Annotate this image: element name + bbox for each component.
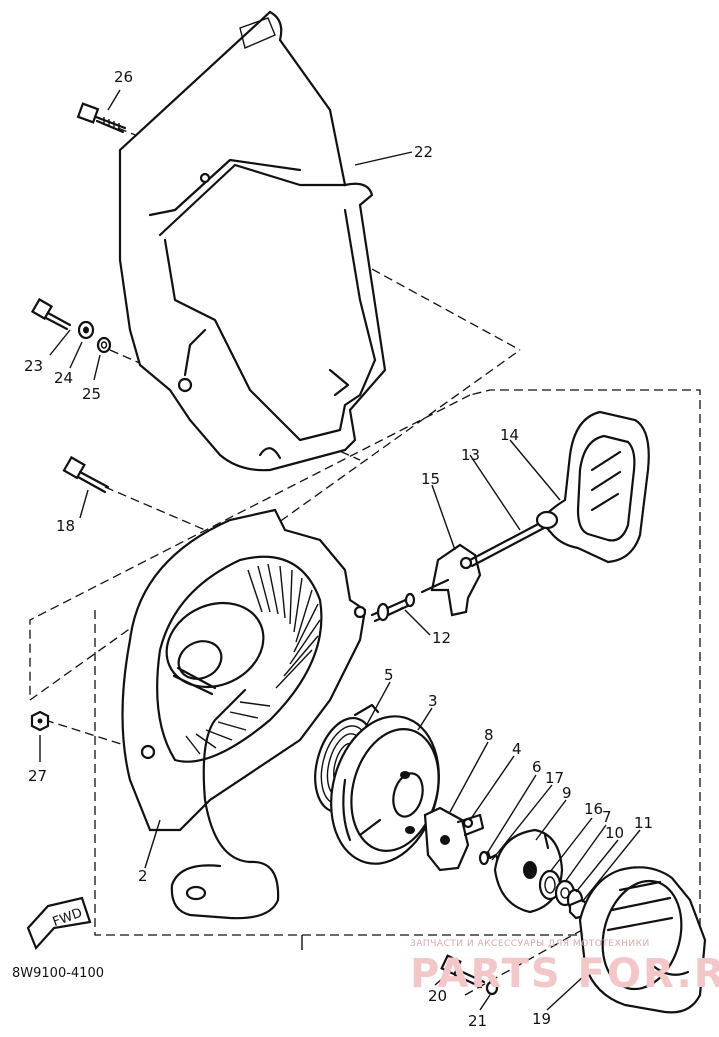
leader-lines: [39, 89, 641, 1011]
rope-13: [468, 520, 546, 568]
fwd-arrow-icon: FWD: [26, 896, 92, 951]
callout-17: 17: [545, 769, 564, 787]
bolt-26: [76, 102, 127, 134]
callout-15: 15: [421, 470, 440, 488]
callout-2: 2: [138, 867, 148, 885]
callout-10: 10: [605, 824, 624, 842]
lock-washer-24: [77, 320, 95, 340]
pin-12: [370, 592, 416, 623]
pulley-3: [330, 715, 440, 865]
callout-9: 9: [562, 784, 572, 802]
callout-14: 14: [500, 426, 519, 444]
drawing-code: 8W9100-4100: [12, 966, 104, 981]
watermark-tagline: ЗАПЧАСТИ И АКСЕССУАРЫ ДЛЯ МОТОТЕХНИКИ: [410, 939, 650, 949]
callout-12: 12: [432, 629, 451, 647]
callout-6: 6: [532, 758, 542, 776]
callout-13: 13: [461, 446, 480, 464]
fan-housing: [121, 508, 367, 920]
bolt-23: [30, 297, 72, 331]
callout-22: 22: [414, 143, 433, 161]
watermark: ЗАПЧАСТИ И АКСЕССУАРЫ ДЛЯ МОТОТЕХНИКИ PA…: [410, 939, 719, 997]
callout-11: 11: [634, 814, 653, 832]
callout-23: 23: [24, 357, 43, 375]
ratchet-4: [423, 806, 485, 872]
washer-21: [485, 980, 499, 996]
callout-24: 24: [54, 369, 73, 387]
callout-numbers: 26 22 23 24 25 18 27 2 12 15 13 14 5 3 8…: [24, 68, 653, 1030]
nut-27: [30, 710, 50, 732]
callout-19: 19: [532, 1010, 551, 1028]
cover-plate: [118, 10, 387, 472]
callout-4: 4: [512, 740, 522, 758]
callout-7: 7: [602, 808, 612, 826]
callout-8: 8: [484, 726, 494, 744]
callout-20: 20: [428, 987, 447, 1005]
rope-guide-15: [420, 543, 482, 617]
starter-case-19: [578, 866, 707, 1014]
callout-16: 16: [584, 800, 603, 818]
callout-5: 5: [384, 666, 394, 684]
bolt-20: [440, 954, 486, 989]
callout-21: 21: [468, 1012, 487, 1030]
callout-25: 25: [82, 385, 101, 403]
callout-27: 27: [28, 767, 47, 785]
callout-18: 18: [56, 517, 75, 535]
callout-3: 3: [428, 692, 438, 710]
watermark-brand: PARTS FOR.RU: [410, 951, 719, 997]
bolt-18: [62, 455, 110, 494]
washer-25: [96, 336, 112, 354]
handle-14: [535, 410, 650, 564]
callout-26: 26: [114, 68, 133, 86]
